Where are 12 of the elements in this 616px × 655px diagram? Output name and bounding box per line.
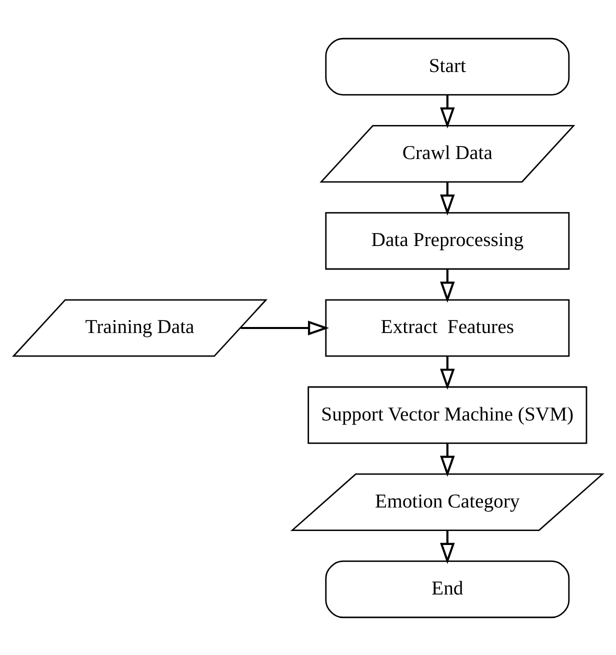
arrow xyxy=(440,182,455,216)
node-box: End xyxy=(325,560,570,618)
arrow xyxy=(440,530,455,564)
node-box: Extract Features xyxy=(325,298,570,356)
arrow xyxy=(240,320,330,335)
arrow xyxy=(440,268,455,302)
arrow xyxy=(440,94,455,128)
node-box: Support Vector Machine (SVM) xyxy=(308,386,588,444)
arrow xyxy=(440,356,455,390)
node-box: Start xyxy=(325,37,570,96)
node-box: Data Preprocessing xyxy=(325,212,570,270)
arrow xyxy=(440,443,455,476)
